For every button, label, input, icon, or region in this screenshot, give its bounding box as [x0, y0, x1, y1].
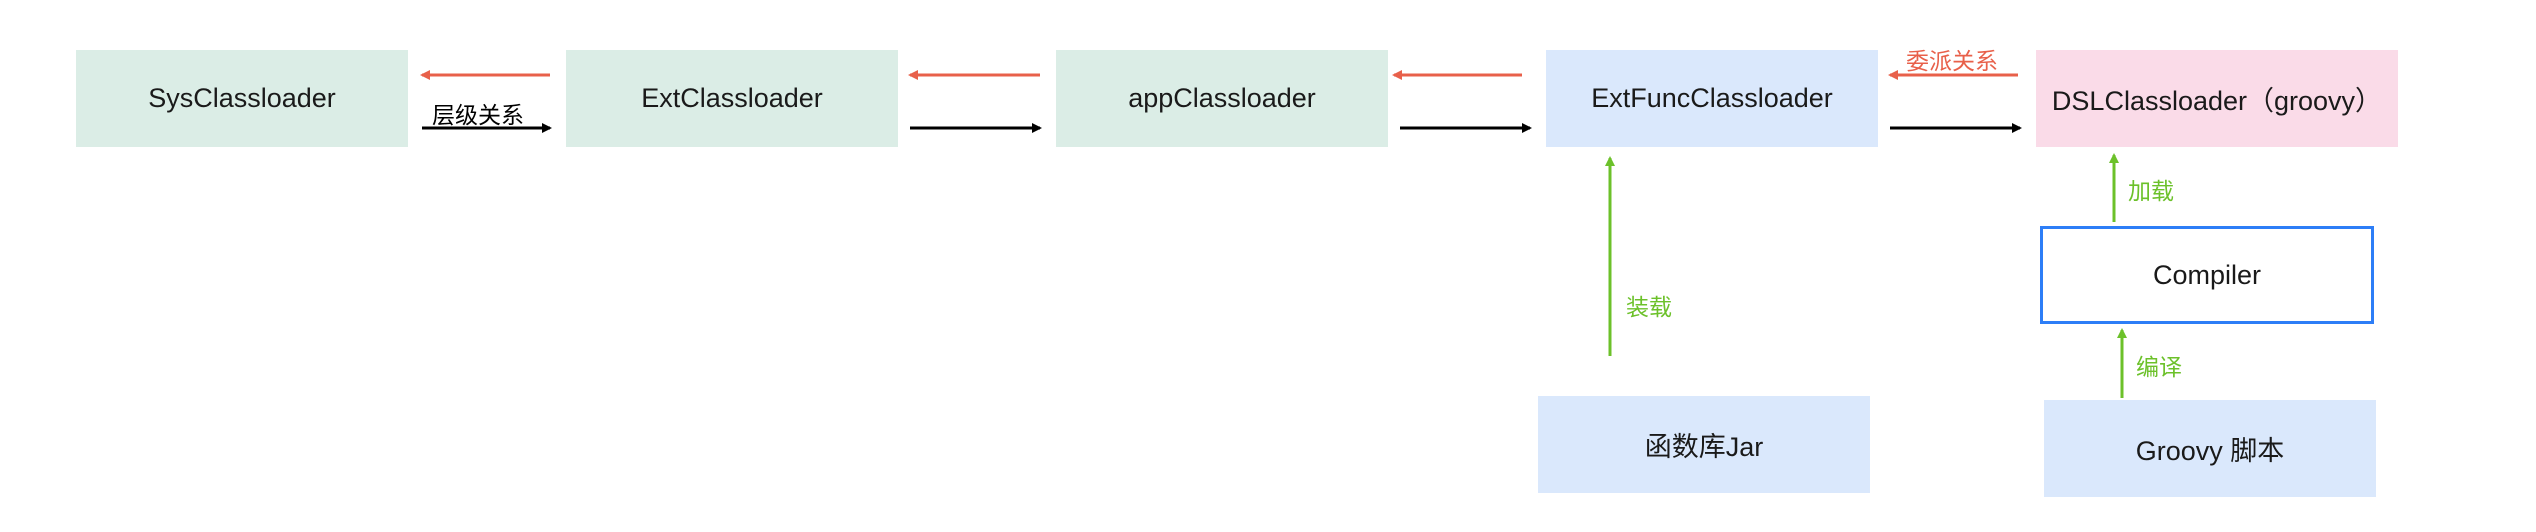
sys-classloader-node: SysClassloader: [76, 50, 408, 147]
funclib-jar-node: 函数库Jar: [1538, 396, 1870, 493]
ext-classloader-label: ExtClassloader: [641, 83, 823, 113]
hierarchy-relation-label: 层级关系: [432, 103, 524, 129]
ext-classloader-node: ExtClassloader: [566, 50, 898, 147]
compile-label: 编译: [2136, 355, 2182, 381]
delegation-relation-label: 委派关系: [1906, 49, 1998, 75]
compiler-label: Compiler: [2152, 259, 2262, 290]
groovy-script-label: Groovy 脚本: [2135, 436, 2285, 466]
app-classloader-node: appClassloader: [1056, 50, 1388, 147]
mount-label: 装载: [1626, 295, 1672, 321]
funclib-jar-label: 函数库Jar: [1644, 432, 1764, 462]
app-classloader-label: appClassloader: [1128, 83, 1316, 113]
compiler-node: Compiler: [2040, 226, 2374, 324]
dsl-classloader-node: DSLClassloader（groovy）: [2036, 50, 2398, 147]
sys-classloader-label: SysClassloader: [148, 83, 336, 113]
extfunc-classloader-node: ExtFuncClassloader: [1546, 50, 1878, 147]
dsl-classloader-label: DSLClassloader（groovy）: [2051, 86, 2383, 116]
groovy-script-node: Groovy 脚本: [2044, 400, 2376, 497]
extfunc-classloader-label: ExtFuncClassloader: [1591, 83, 1833, 113]
load-label: 加载: [2128, 179, 2174, 205]
